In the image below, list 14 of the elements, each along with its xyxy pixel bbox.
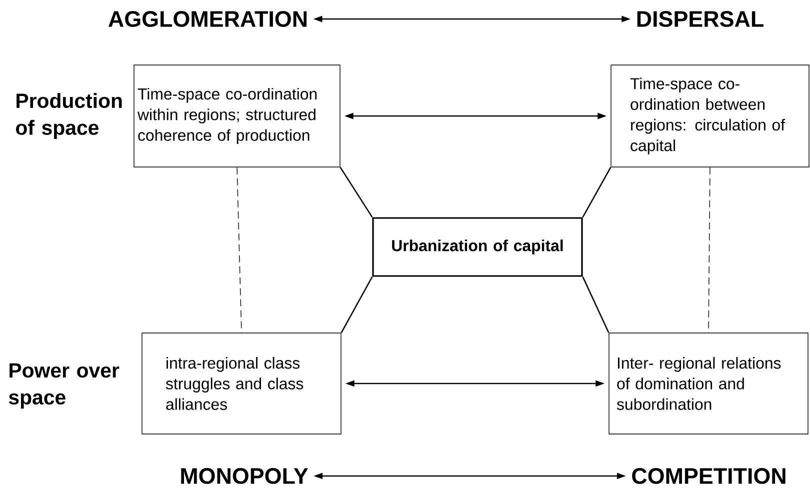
text-box: Time-space co-ordination within regions; structured coherence of production xyxy=(134,64,340,168)
text-box: Time-space co-ordination between regions: circulation of capital xyxy=(610,64,810,168)
heading-text: COMPETITION xyxy=(632,468,786,484)
text-box: Inter- regional relations of domination and subordination xyxy=(608,332,808,434)
heading-text: DISPERSAL xyxy=(637,11,764,27)
heading-text: AGGLOMERATION xyxy=(108,11,307,27)
central-box: Urbanization of capital xyxy=(372,217,583,277)
connector-line xyxy=(340,167,373,218)
connector-line xyxy=(582,167,612,218)
text-box: intra-regional class struggles and class alliances xyxy=(142,332,342,434)
row-label: Power over space xyxy=(8,363,120,409)
heading-text: MONOPOLY xyxy=(181,468,308,484)
connector-line xyxy=(582,276,610,333)
connector-line xyxy=(340,276,373,333)
